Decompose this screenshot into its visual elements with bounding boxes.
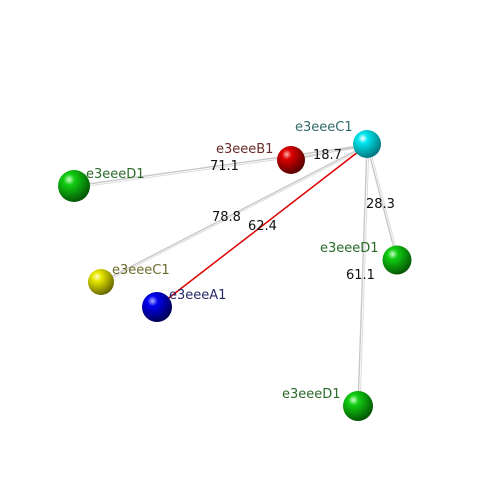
atom-c1-yellow[interactable]: [88, 269, 114, 295]
bond-c1-a1[interactable]: [156, 144, 368, 308]
bond-c1-d1-right[interactable]: [366, 144, 398, 261]
atom-label-a1: e3eeeA1: [169, 288, 226, 303]
atom-d1-left[interactable]: [58, 170, 90, 202]
atom-a1[interactable]: [142, 292, 172, 322]
atom-label-c1-center: e3eeeC1: [295, 120, 353, 135]
atom-c1-center[interactable]: [353, 130, 381, 158]
bond-c1-c1-yellow[interactable]: [100, 144, 368, 283]
atom-label-c1-yellow: e3eeeC1: [112, 263, 170, 278]
bond-c1-d1-left-shadow: [73, 146, 368, 189]
atom-b1[interactable]: [277, 146, 305, 174]
bond-c1-c1-yellow-shadow: [100, 146, 368, 285]
distance-label-c1-yellow: 78.8: [212, 210, 241, 225]
bond-c1-d1-left[interactable]: [73, 144, 368, 187]
atom-d1-right[interactable]: [382, 245, 412, 275]
atoms-layer: [58, 130, 412, 421]
atom-label-d1-left: e3eeeD1: [86, 167, 145, 182]
bond-c1-d1-bottom[interactable]: [357, 144, 368, 407]
bond-c1-d1-right-shadow: [368, 144, 400, 261]
distance-label-d1-right: 28.3: [366, 197, 395, 212]
bonds-layer: [73, 144, 400, 407]
distance-labels: 18.7 71.1 78.8 62.4 28.3 61.1: [210, 148, 395, 283]
atom-label-b1: e3eeeB1: [216, 142, 273, 157]
atom-label-d1-bottom: e3eeeD1: [282, 387, 341, 402]
distance-label-d1-bottom: 61.1: [346, 268, 375, 283]
distance-label-a1: 62.4: [248, 219, 277, 234]
atom-d1-bottom[interactable]: [343, 391, 373, 421]
distance-label-b1: 18.7: [313, 148, 342, 163]
atom-labels: e3eeeC1 e3eeeB1 e3eeeD1 e3eeeD1 e3eeeD1 …: [86, 120, 379, 402]
distance-label-d1-left: 71.1: [210, 159, 239, 174]
atom-label-d1-right: e3eeeD1: [320, 241, 379, 256]
bond-c1-d1-bottom-shadow: [359, 144, 370, 407]
